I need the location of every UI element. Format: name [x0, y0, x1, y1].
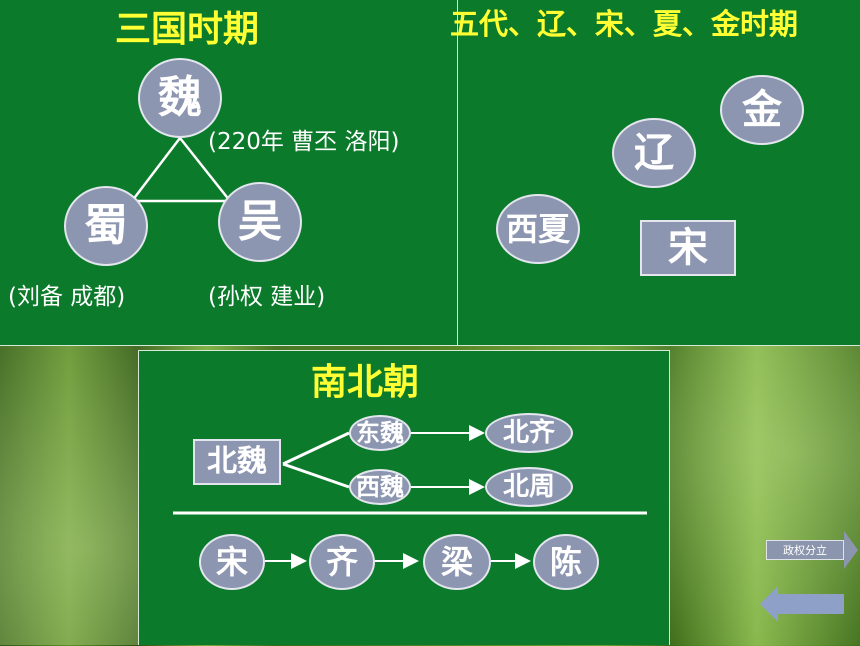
northern-qi-node: 北齐: [485, 413, 573, 453]
right-arrow-icon: [844, 531, 858, 569]
song-node: 宋: [640, 220, 736, 276]
five-dynasties-panel: 五代、辽、宋、夏、金时期 金 辽 西夏 宋: [450, 0, 860, 346]
southern-liang-node: 梁: [423, 534, 491, 590]
northern-wei-node: 北魏: [193, 439, 281, 485]
southern-qi-node: 齐: [309, 534, 375, 590]
southern-northern-panel: 南北朝 北魏 东魏 西魏 北齐 北周 宋 齐 梁 陈: [138, 350, 670, 645]
southern-chen-node: 陈: [533, 534, 599, 590]
left-arrow-icon: [760, 586, 778, 622]
wu-node: 吴: [218, 182, 302, 262]
southern-northern-connectors: [173, 425, 647, 569]
southern-northern-title: 南北朝: [311, 362, 420, 403]
three-kingdoms-title: 三国时期: [115, 9, 260, 50]
three-kingdoms-panel: 三国时期 魏 蜀 吴 (220年 曹丕 洛阳) (刘备 成都) (孙权 建业): [0, 0, 458, 346]
shu-note: (刘备 成都): [8, 284, 126, 310]
next-slide-label: 政权分立: [766, 540, 844, 560]
next-slide-button[interactable]: 政权分立: [766, 531, 858, 569]
shu-node: 蜀: [64, 186, 148, 266]
jin-node: 金: [720, 75, 804, 145]
western-wei-node: 西魏: [349, 469, 411, 505]
southern-song-node: 宋: [199, 534, 265, 590]
wu-note: (孙权 建业): [208, 284, 326, 310]
wei-note: (220年 曹丕 洛阳): [208, 129, 400, 155]
wei-node: 魏: [138, 58, 222, 138]
northern-zhou-node: 北周: [485, 467, 573, 507]
back-button[interactable]: [760, 586, 846, 622]
liao-node: 辽: [612, 118, 696, 188]
five-dynasties-title: 五代、辽、宋、夏、金时期: [450, 7, 799, 41]
back-arrow-shaft: [778, 594, 844, 614]
xixia-node: 西夏: [496, 194, 580, 264]
three-kingdoms-triangle: [129, 135, 233, 203]
eastern-wei-node: 东魏: [349, 415, 411, 451]
